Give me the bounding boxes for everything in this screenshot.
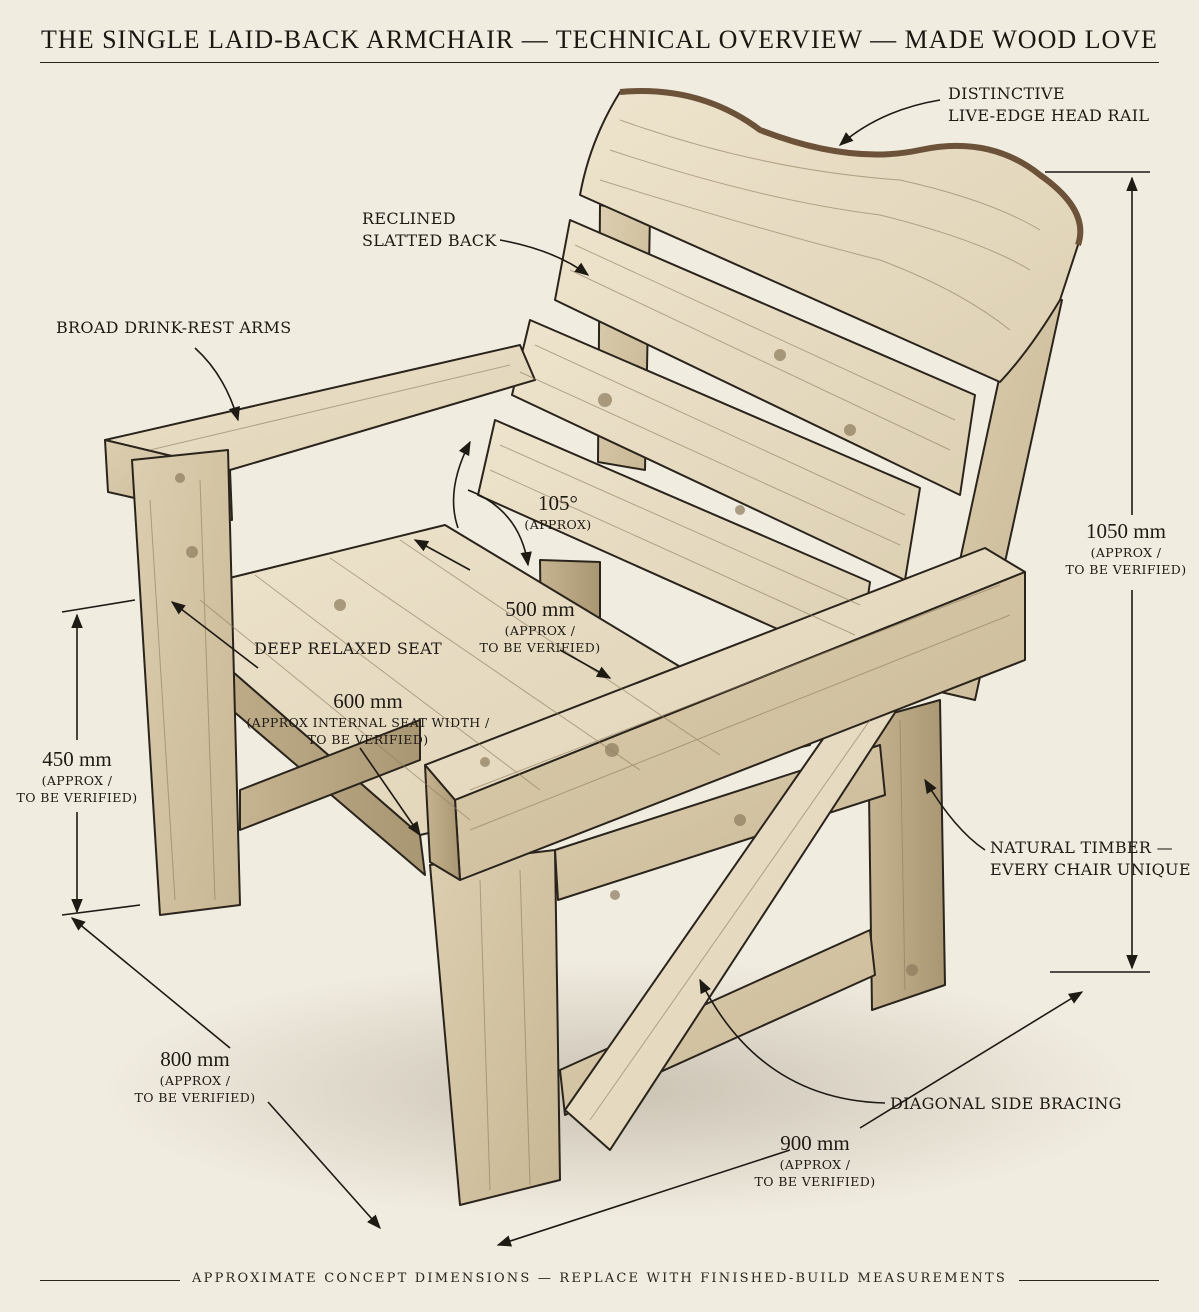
back-slat-1 bbox=[554, 219, 976, 496]
dim-seat-depth-note-1: (APPROX / bbox=[504, 623, 576, 638]
dim-seat-width-value: 600 mm bbox=[333, 689, 403, 713]
width-line-upper bbox=[859, 991, 1084, 1129]
label-back-line-2: SLATTED BACK bbox=[362, 231, 497, 250]
seat-width-line-upper bbox=[170, 601, 259, 669]
page-title: THE SINGLE LAID-BACK ARMCHAIR — TECHNICA… bbox=[41, 25, 1158, 54]
leader-back bbox=[499, 239, 590, 276]
rear-right-leg bbox=[867, 699, 946, 1011]
leader-head-rail bbox=[838, 99, 941, 146]
dim-overall-width-value: 900 mm bbox=[780, 1131, 850, 1155]
dim-angle-note: (APPROX) bbox=[524, 517, 592, 532]
dim-seat-width-note-2: TO BE VERIFIED) bbox=[307, 732, 429, 747]
label-head-rail-line-2: LIVE-EDGE HEAD RAIL bbox=[948, 106, 1150, 125]
dim-overall-height: 1050 mm (APPROX / TO BE VERIFIED) bbox=[1056, 518, 1196, 578]
depth-line-upper bbox=[70, 917, 231, 1049]
dim-seat-height: 450 mm (APPROX / TO BE VERIFIED) bbox=[12, 746, 142, 806]
wood-knots bbox=[175, 349, 918, 976]
leader-arms bbox=[194, 347, 240, 422]
dim-overall-depth: 800 mm (APPROX / TO BE VERIFIED) bbox=[120, 1046, 270, 1106]
label-arms: BROAD DRINK-REST ARMS bbox=[56, 318, 292, 337]
label-bracing: DIAGONAL SIDE BRACING bbox=[890, 1094, 1122, 1113]
leader-lines bbox=[194, 99, 986, 1104]
angle-arc-bottom bbox=[467, 489, 532, 567]
dim-overall-width-note-1: (APPROX / bbox=[779, 1157, 851, 1172]
dim-overall-width-note-2: TO BE VERIFIED) bbox=[754, 1174, 876, 1189]
footer-text: APPROXIMATE CONCEPT DIMENSIONS — REPLACE… bbox=[180, 1271, 1019, 1286]
wood-grain bbox=[149, 119, 1041, 1191]
label-back-line-1: RECLINED bbox=[362, 209, 456, 228]
label-back: RECLINED SLATTED BACK bbox=[362, 208, 497, 252]
dim-overall-height-note-1: (APPROX / bbox=[1090, 545, 1162, 560]
dim-seat-depth: 500 mm (APPROX / TO BE VERIFIED) bbox=[445, 596, 635, 656]
label-timber-line-1: NATURAL TIMBER — bbox=[990, 838, 1173, 857]
left-arm-top bbox=[104, 344, 536, 471]
label-head-rail-line-1: DISTINCTIVE bbox=[948, 84, 1065, 103]
label-seat: DEEP RELAXED SEAT bbox=[254, 639, 443, 658]
seat-depth-line-lower bbox=[559, 649, 612, 679]
dim-seat-width-note-1: (APPROX INTERNAL SEAT WIDTH / bbox=[246, 715, 490, 730]
dim-overall-depth-note-2: TO BE VERIFIED) bbox=[134, 1090, 256, 1105]
dim-seat-height-value: 450 mm bbox=[42, 747, 112, 771]
dim-overall-depth-note-1: (APPROX / bbox=[159, 1073, 231, 1088]
dim-overall-height-note-2: TO BE VERIFIED) bbox=[1065, 562, 1187, 577]
title-rule bbox=[40, 62, 1159, 63]
label-head-rail: DISTINCTIVE LIVE-EDGE HEAD RAIL bbox=[948, 83, 1149, 127]
dim-angle: 105° (APPROX) bbox=[518, 490, 598, 533]
chair-body bbox=[104, 88, 1084, 1206]
leader-timber bbox=[924, 778, 986, 851]
dim-seat-depth-value: 500 mm bbox=[505, 597, 575, 621]
label-timber-line-2: EVERY CHAIR UNIQUE bbox=[990, 860, 1191, 879]
dim-angle-value: 105° bbox=[538, 491, 578, 515]
label-timber: NATURAL TIMBER — EVERY CHAIR UNIQUE bbox=[990, 837, 1191, 881]
angle-arc-top bbox=[452, 440, 471, 529]
front-left-leg bbox=[131, 449, 241, 916]
dim-seat-height-note-2: TO BE VERIFIED) bbox=[16, 790, 138, 805]
dim-overall-width: 900 mm (APPROX / TO BE VERIFIED) bbox=[740, 1130, 890, 1190]
right-arm-end bbox=[424, 764, 461, 881]
depth-line-lower bbox=[267, 1101, 381, 1230]
dim-overall-height-value: 1050 mm bbox=[1086, 519, 1166, 543]
left-stretcher bbox=[239, 719, 421, 831]
dim-seat-width: 600 mm (APPROX INTERNAL SEAT WIDTH / TO … bbox=[238, 688, 498, 748]
width-line-lower bbox=[496, 1149, 791, 1247]
dim-seat-height-note-1: (APPROX / bbox=[41, 773, 113, 788]
dim-seat-depth-note-2: TO BE VERIFIED) bbox=[479, 640, 601, 655]
live-edge-bark bbox=[619, 88, 1084, 246]
seat-width-line-lower bbox=[359, 747, 421, 837]
dim-overall-depth-value: 800 mm bbox=[160, 1047, 230, 1071]
footer-note: APPROXIMATE CONCEPT DIMENSIONS — REPLACE… bbox=[0, 1271, 1199, 1286]
seat-depth-line-upper bbox=[413, 539, 471, 571]
leader-bracing bbox=[699, 978, 886, 1104]
dimension-lines bbox=[61, 171, 1150, 1247]
